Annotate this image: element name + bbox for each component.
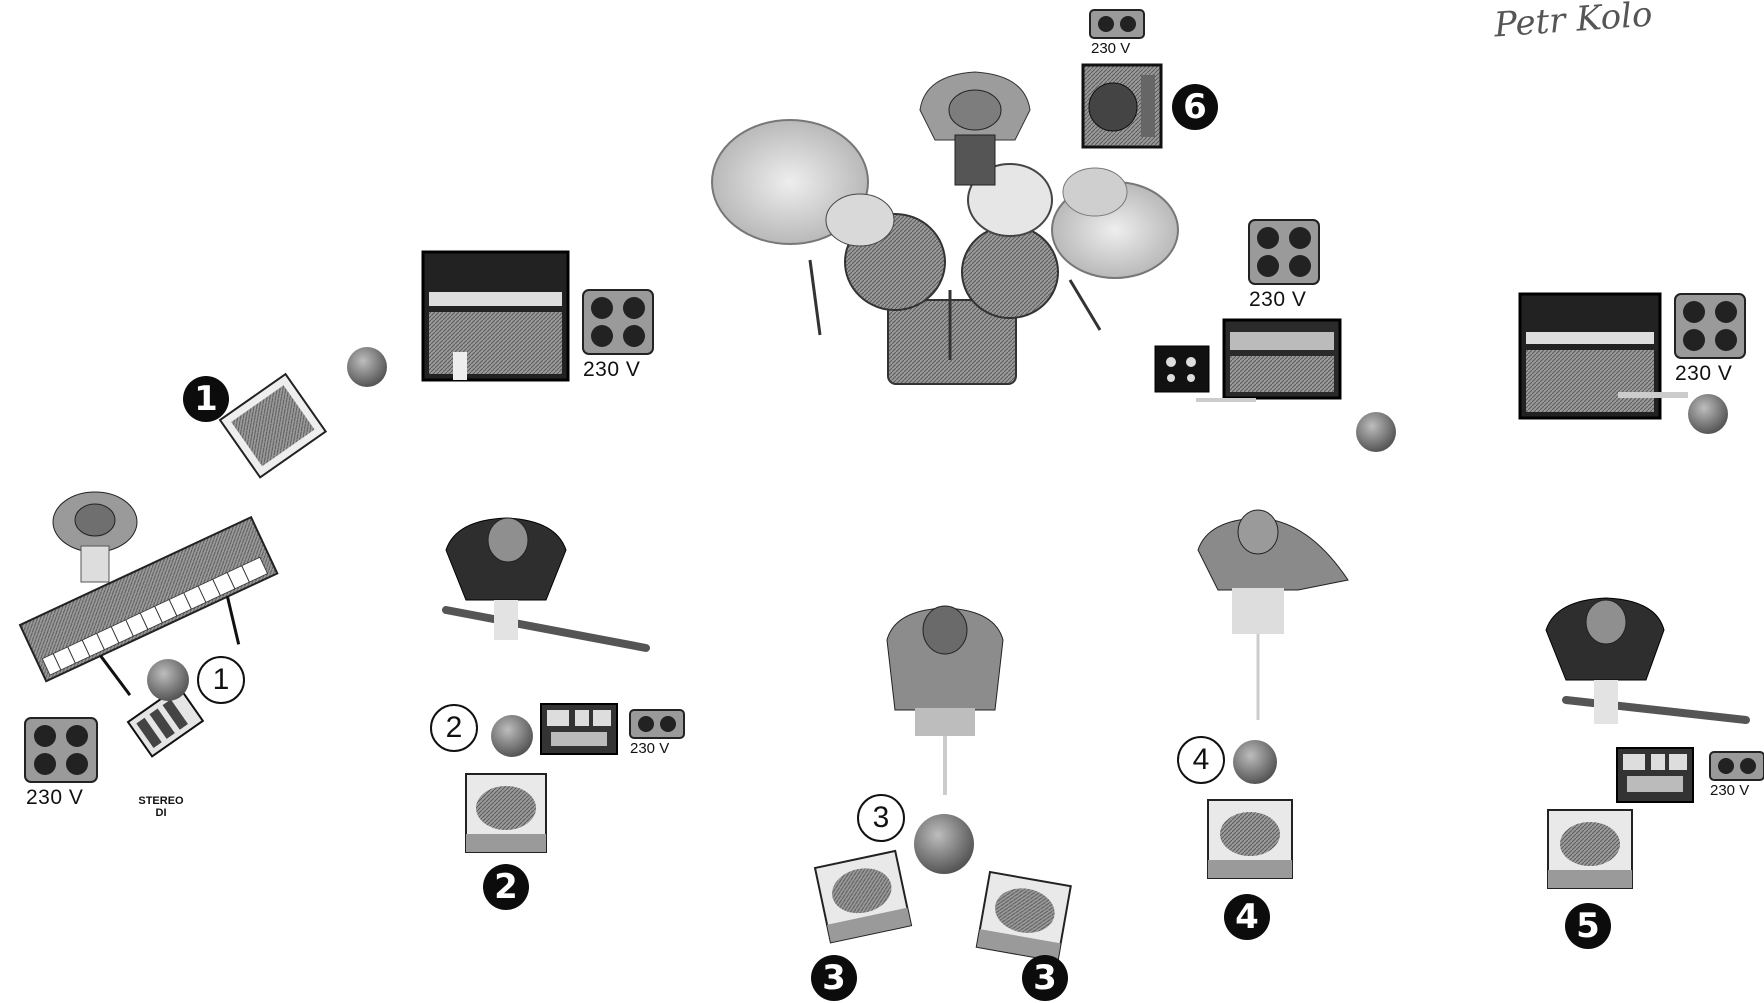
monitor-number-3-right: 3 bbox=[1022, 955, 1068, 1001]
monitor-number-4: 4 bbox=[1224, 894, 1270, 940]
outlet-quad-keys-amp bbox=[583, 290, 653, 354]
outlet-quad-right bbox=[1675, 294, 1745, 358]
monitor-number-1: 1 bbox=[183, 376, 229, 422]
mic-keys-amp bbox=[347, 347, 387, 387]
monitor-wedge-3-right bbox=[977, 872, 1071, 961]
pedalboard-left bbox=[541, 704, 617, 754]
guitarist-left bbox=[446, 518, 646, 648]
power-label-drums: 230 V bbox=[1091, 40, 1130, 57]
channel-number-2: 2 bbox=[430, 704, 478, 752]
stereo-di-label-line1: STEREO bbox=[128, 795, 194, 807]
outlet-quad-keys bbox=[25, 718, 97, 782]
mic-bass-amp bbox=[1356, 412, 1396, 452]
stereo-di-label-line2: DI bbox=[128, 807, 194, 819]
guitarist-right bbox=[1546, 598, 1746, 724]
power-label-bass: 230 V bbox=[1249, 288, 1306, 312]
monitor-number-2: 2 bbox=[483, 864, 529, 910]
drum-fill-speaker bbox=[1083, 65, 1161, 147]
keys-amp bbox=[423, 252, 568, 380]
power-label-keys: 230 V bbox=[26, 786, 83, 810]
power-label-guitar-left: 230 V bbox=[630, 740, 669, 757]
monitor-number-5: 5 bbox=[1565, 903, 1611, 949]
monitor-wedge-4 bbox=[1208, 800, 1292, 878]
outlet-quad-bass bbox=[1249, 220, 1319, 284]
mic-guitar-left bbox=[491, 715, 533, 757]
crash-small bbox=[1063, 168, 1127, 216]
monitor-number-6: 6 bbox=[1172, 84, 1218, 130]
monitor-number-3-left: 3 bbox=[811, 955, 857, 1001]
tom-right bbox=[962, 226, 1058, 318]
outlet-double-drums bbox=[1090, 10, 1144, 38]
guitar-amp-right bbox=[1520, 294, 1688, 418]
bass-amp bbox=[1196, 320, 1340, 402]
monitor-wedge-2 bbox=[466, 774, 546, 852]
mic-center bbox=[914, 814, 974, 874]
stereo-di-label: STEREO DI bbox=[128, 795, 194, 819]
pedalboard-right bbox=[1617, 748, 1693, 802]
monitor-wedge-5 bbox=[1548, 810, 1632, 888]
mic-guitar-amp-right bbox=[1688, 394, 1728, 434]
bassist-right bbox=[1198, 510, 1348, 720]
monitor-wedge-1 bbox=[220, 374, 326, 477]
channel-number-4: 4 bbox=[1177, 736, 1225, 784]
outlet-double-guitar-left bbox=[630, 710, 684, 738]
bass-cab-small bbox=[1155, 346, 1209, 392]
power-label-keys-amp: 230 V bbox=[583, 358, 640, 382]
power-label-right: 230 V bbox=[1675, 362, 1732, 386]
channel-number-3: 3 bbox=[857, 794, 905, 842]
keyboardist bbox=[53, 492, 137, 582]
mic-bass-right bbox=[1233, 740, 1277, 784]
floor-tom bbox=[826, 194, 894, 246]
power-label-guitar-right: 230 V bbox=[1710, 782, 1749, 799]
monitor-wedge-3-left bbox=[815, 851, 911, 942]
mic-keys bbox=[147, 659, 189, 701]
bassist-center bbox=[887, 606, 1003, 795]
channel-number-1: 1 bbox=[197, 656, 245, 704]
outlet-double-guitar-right bbox=[1710, 752, 1764, 780]
